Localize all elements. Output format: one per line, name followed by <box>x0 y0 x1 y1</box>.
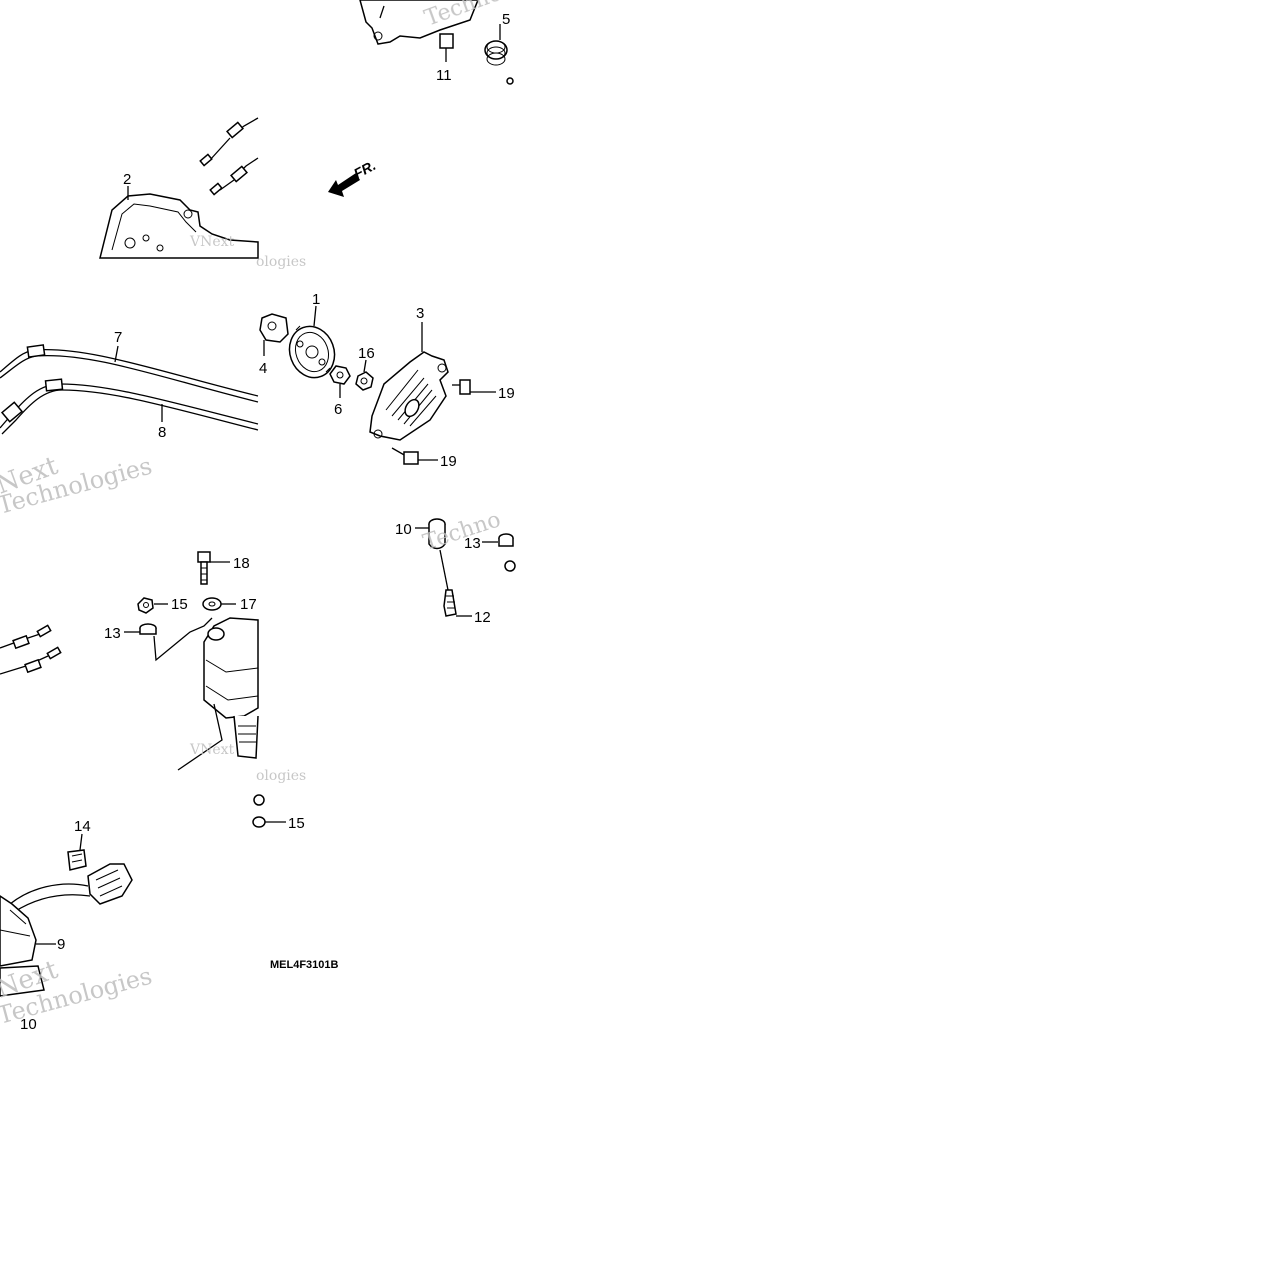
callout-6: 6 <box>334 401 342 418</box>
watermarks: Techno VNext ologies Next Technologies T… <box>0 0 505 1030</box>
bolt-12 <box>439 549 472 617</box>
part-code: MEL4F3101B <box>270 959 339 971</box>
collar-13-b <box>124 623 157 635</box>
callout-8: 8 <box>158 424 166 441</box>
callout-19-a: 19 <box>498 385 515 402</box>
watermark-text: ologies <box>256 768 306 784</box>
lock-washer <box>329 365 351 385</box>
bracket-assembly-top <box>359 0 479 62</box>
washer-17 <box>202 597 236 611</box>
callout-4: 4 <box>259 360 267 377</box>
watermark-text: Techno <box>422 0 506 32</box>
callout-7: 7 <box>114 329 122 346</box>
callout-19-b: 19 <box>440 453 457 470</box>
rubber-mount <box>415 518 446 550</box>
callout-3: 3 <box>416 305 424 322</box>
throttle-cable-ends <box>199 117 259 196</box>
harness-connector <box>9 863 133 913</box>
callout-12: 12 <box>474 609 491 626</box>
callout-10-b: 10 <box>20 1016 37 1033</box>
callout-13-b: 13 <box>104 625 121 642</box>
throttle-cover <box>369 351 449 441</box>
callout-9: 9 <box>57 936 65 953</box>
bolt-18 <box>197 551 230 585</box>
nut-15-b <box>252 794 286 828</box>
front-direction-arrow: FR. <box>328 157 378 197</box>
bolt-19-a <box>452 379 496 395</box>
watermark-text: VNext <box>189 742 235 758</box>
callout-17: 17 <box>240 596 257 613</box>
callout-1: 1 <box>312 291 320 308</box>
callout-13-a: 13 <box>464 535 481 552</box>
callout-11: 11 <box>436 67 452 84</box>
sensor-unit <box>203 617 259 759</box>
callout-10: 10 <box>395 521 412 538</box>
callout-15-a: 15 <box>171 596 188 613</box>
callout-16: 16 <box>358 345 375 362</box>
connector-14 <box>67 833 87 871</box>
sensor-9 <box>0 895 56 997</box>
return-spring <box>484 40 514 85</box>
callout-2: 2 <box>123 171 131 188</box>
throttle-housing <box>99 193 259 259</box>
nut-15-a <box>137 597 168 614</box>
bolt-19-b <box>391 447 438 465</box>
throttle-cables <box>0 344 259 435</box>
wire-ends-left <box>0 624 62 675</box>
throttle-drum <box>259 313 336 379</box>
callout-18: 18 <box>233 555 250 572</box>
watermark-text: Techno <box>420 507 504 555</box>
callout-14: 14 <box>74 818 91 835</box>
callout-15-b: 15 <box>288 815 305 832</box>
callout-5: 5 <box>502 11 510 28</box>
watermark-text: VNext <box>189 234 235 250</box>
collar-13 <box>482 533 516 572</box>
nut-16 <box>355 371 374 391</box>
watermark-text: ologies <box>256 254 306 270</box>
